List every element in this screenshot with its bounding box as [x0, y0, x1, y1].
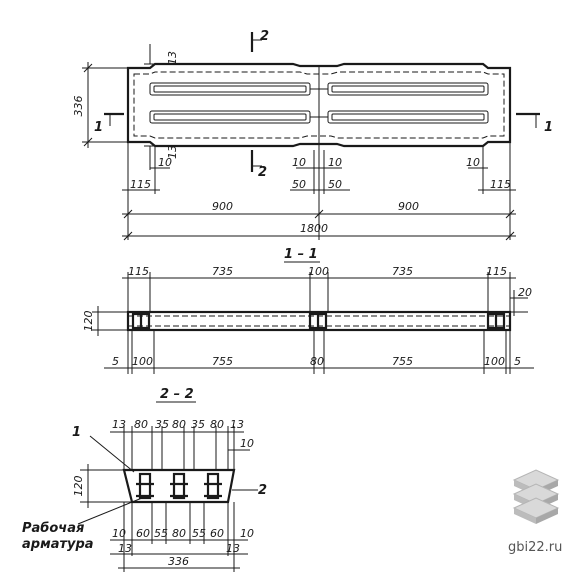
plan-dashed-contour	[133, 71, 505, 139]
s22-top-35-2: 35	[191, 418, 205, 431]
plan-dim-1800-text: 1800	[300, 222, 328, 235]
section-1-1: 1 – 1 115 735 100 735 115	[82, 247, 534, 374]
section-1-1-top-dims: 115 735 100 735 115	[122, 265, 516, 312]
rebar-note-line2: арматура	[22, 537, 94, 552]
plan-dim-13-bottom: 13	[144, 145, 179, 170]
s11-dim-100-right: 100	[484, 355, 505, 368]
callout-2-label: 2	[258, 483, 267, 498]
s22-top-35-1: 35	[155, 418, 169, 431]
section-1-1-title: 1 – 1	[284, 247, 318, 262]
watermark-logo-icon	[512, 469, 560, 524]
plan-dim-10-left-text: 10	[158, 156, 172, 169]
cut-1-marker-left: 1	[94, 112, 124, 135]
section-1-1-rebar-cages	[131, 312, 506, 330]
plan-dim-13-bottom-text: 13	[166, 145, 179, 159]
s22-top-10: 10	[240, 437, 254, 450]
callout-1-leader	[89, 435, 135, 473]
s22-dim-336-text: 336	[168, 555, 189, 568]
s22-bot-10-left: 10	[112, 527, 126, 540]
section-2-2-rebar	[136, 472, 222, 500]
s11-dim-735-right: 735	[392, 265, 413, 278]
s22-dim-120: 120	[72, 464, 132, 508]
plan-slots	[149, 82, 489, 124]
s11-dim-100-left: 100	[132, 355, 153, 368]
plan-dim-10-right-text: 10	[466, 156, 480, 169]
s22-bot-60-left: 60	[136, 527, 150, 540]
section-1-1-bottom-dims: 5 100 755 80 755 100 5	[104, 330, 534, 374]
rebar-note-leader	[77, 497, 143, 525]
plan-dim-336: 336	[72, 62, 128, 148]
plan-view: 336 1 1 2 2 13	[72, 29, 553, 241]
s11-dim-5-right: 5	[514, 355, 521, 368]
cut-1-label-right: 1	[544, 120, 553, 135]
plan-dim-115-left-text: 115	[130, 178, 151, 191]
s22-top-13-right: 13	[230, 418, 244, 431]
plan-dim-115-right-text: 115	[490, 178, 511, 191]
cut-2-marker-top: 2	[250, 29, 269, 52]
s22-dim-120-text: 120	[72, 476, 85, 497]
cut-2-marker-bottom: 2	[250, 150, 267, 180]
s11-dim-755-left: 755	[212, 355, 233, 368]
cut-2-label-top: 2	[260, 29, 269, 44]
s22-bot-13-left: 13	[118, 542, 132, 555]
cut-2-label-bottom: 2	[258, 165, 267, 180]
s11-dim-755-right: 755	[392, 355, 413, 368]
plan-dim-10-center-left-text: 10	[292, 156, 306, 169]
s11-dim-5-left: 5	[112, 355, 119, 368]
plan-dim-13-top-text: 13	[166, 51, 179, 65]
s11-dim-735-left: 735	[212, 265, 233, 278]
s22-bot-10-right: 10	[240, 527, 254, 540]
s22-bot-80: 80	[172, 527, 186, 540]
rebar-note-line1: Рабочая	[22, 521, 84, 536]
plan-dim-50-center-left-text: 50	[292, 178, 306, 191]
cut-1-label-left: 1	[94, 120, 103, 135]
plan-dim-900: 900 900	[122, 200, 516, 219]
s22-top-80-1: 80	[134, 418, 148, 431]
s11-dim-100: 100	[308, 265, 329, 278]
s22-bot-13-right: 13	[226, 542, 240, 555]
section-2-2-top-dims: 13 80 35 80 35 80 13 10	[110, 418, 254, 470]
section-2-2: 2 – 2 13 80 35 80 35 80 13 10	[22, 387, 267, 572]
s22-top-80-3: 80	[210, 418, 224, 431]
plan-dim-10-center-right-text: 10	[328, 156, 342, 169]
section-1-1-body	[126, 310, 512, 332]
plan-dim-900-right-text: 900	[398, 200, 419, 213]
s22-top-13-left: 13	[112, 418, 126, 431]
section-2-2-title: 2 – 2	[160, 387, 194, 402]
s11-dim-120-text: 120	[82, 311, 95, 332]
s22-bot-55-right: 55	[192, 527, 206, 540]
plan-extension-lines	[127, 142, 511, 240]
plan-dim-336-text: 336	[72, 96, 85, 117]
watermark-text[interactable]: gbi22.ru	[508, 540, 562, 555]
watermark: gbi22.ru	[508, 469, 562, 555]
s11-dim-20: 20	[510, 286, 532, 316]
section-2-2-bottom-dims: 10 60 55 80 55 60 10 13 13 336	[110, 502, 254, 572]
cut-1-marker-right: 1	[516, 112, 553, 135]
s11-dim-120: 120	[82, 306, 128, 336]
s11-dim-115-left: 115	[128, 265, 149, 278]
s22-top-80-2: 80	[172, 418, 186, 431]
s11-dim-20-text: 20	[518, 286, 532, 299]
plan-dim-900-left-text: 900	[212, 200, 233, 213]
s22-bot-55-left: 55	[154, 527, 168, 540]
s11-dim-115-right: 115	[486, 265, 507, 278]
plan-dim-1800: 1800	[122, 222, 516, 241]
s22-bot-60-right: 60	[210, 527, 224, 540]
plan-dim-13-top: 13	[144, 44, 179, 65]
plan-dim-50-center-right-text: 50	[328, 178, 342, 191]
s11-dim-80: 80	[310, 355, 324, 368]
callout-1-label: 1	[72, 425, 81, 440]
